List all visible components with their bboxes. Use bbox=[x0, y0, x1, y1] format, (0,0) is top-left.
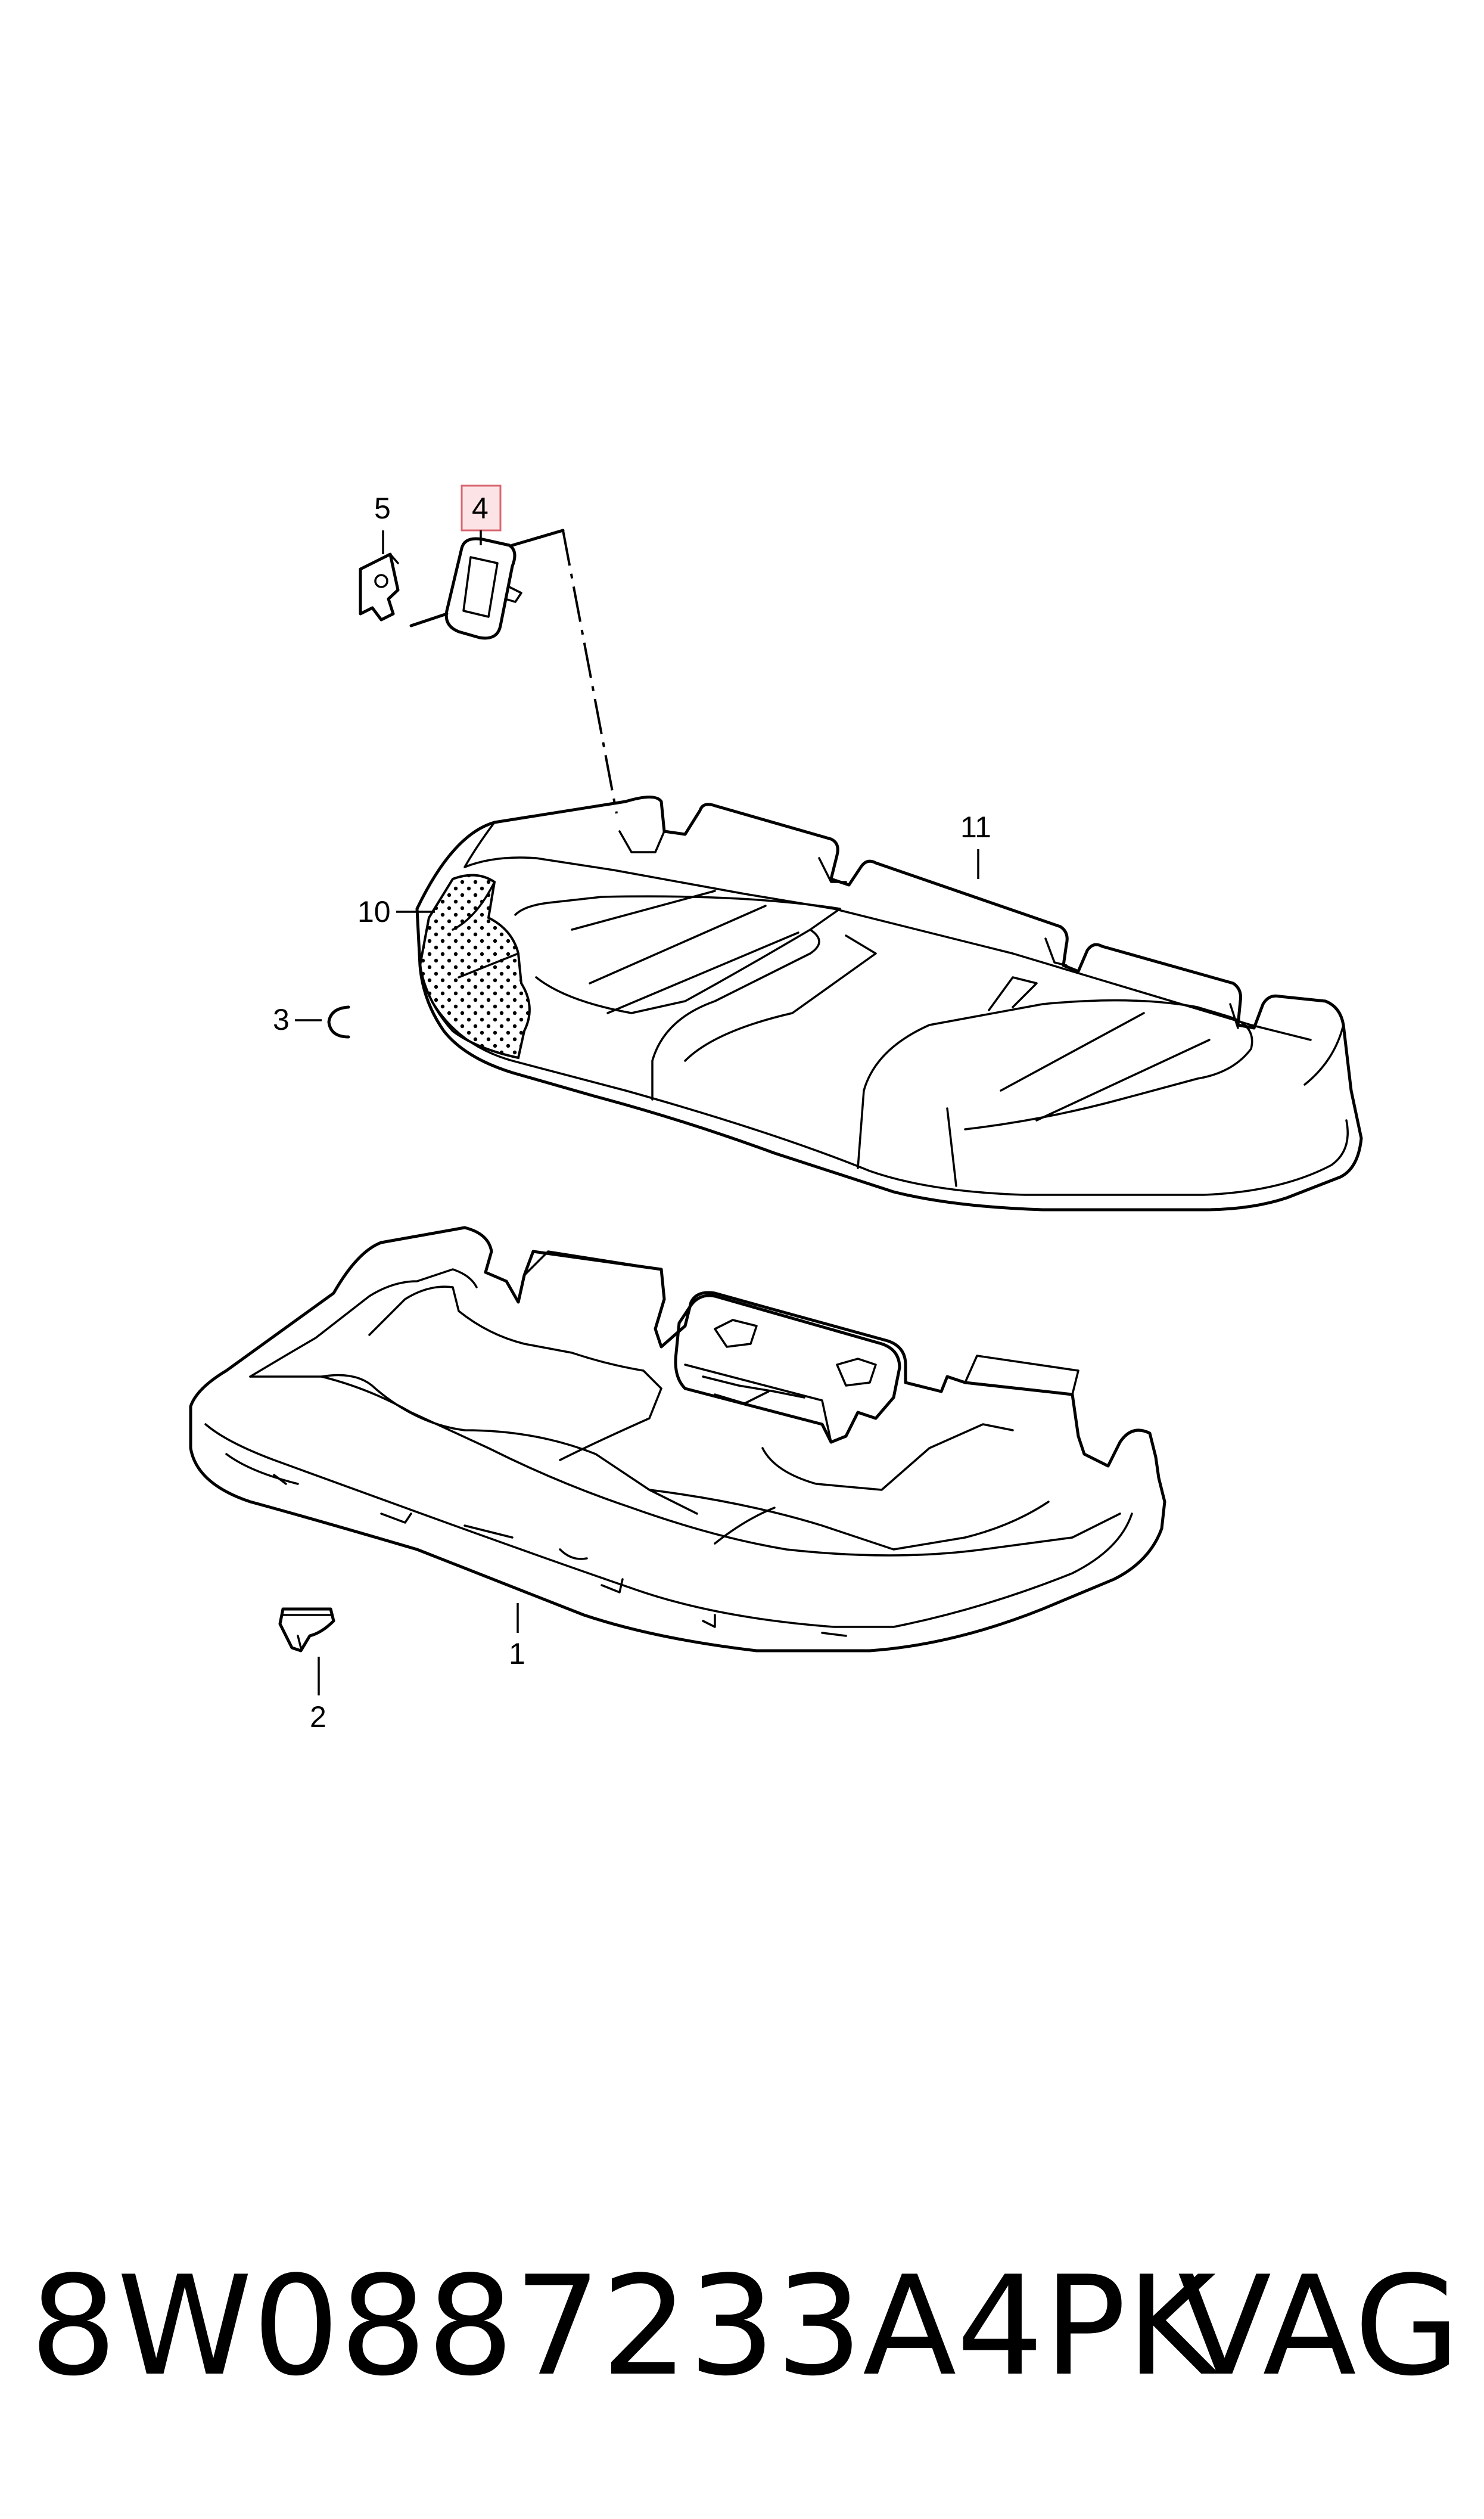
part-10-side-padding bbox=[418, 874, 531, 1060]
callout-11: 11 bbox=[960, 810, 991, 844]
part-number: 8W0887233A4PK bbox=[30, 2247, 1217, 2406]
callout-2: 2 bbox=[310, 1700, 326, 1734]
seat-cushion-upper bbox=[415, 796, 1363, 1212]
part-5-bracket bbox=[359, 552, 400, 622]
callout-4: 4 bbox=[472, 492, 489, 525]
brand-name: VAG bbox=[1177, 2247, 1460, 2406]
callout-1: 1 bbox=[509, 1637, 525, 1670]
assembly-line bbox=[562, 530, 618, 814]
callout-5: 5 bbox=[374, 492, 391, 525]
part-2-clip bbox=[278, 1607, 335, 1653]
callout-10: 10 bbox=[357, 895, 391, 928]
part-4-handle bbox=[409, 529, 565, 640]
part-1-seat-frame bbox=[189, 1226, 1166, 1653]
part-3-clip bbox=[327, 1005, 350, 1039]
callout-3: 3 bbox=[273, 1003, 290, 1036]
